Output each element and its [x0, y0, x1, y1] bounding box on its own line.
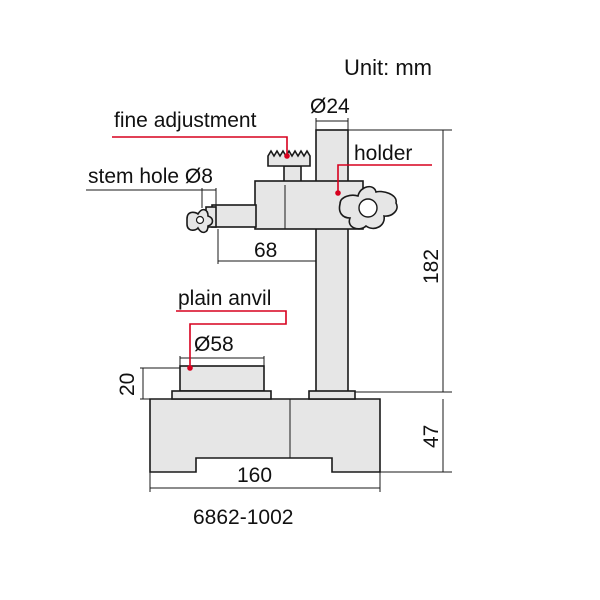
leader-fine-adjustment: [112, 136, 288, 156]
label-stem-hole: stem hole Ø8: [88, 165, 213, 188]
label-plain-anvil: plain anvil: [178, 287, 271, 310]
column-collar: [308, 390, 356, 400]
label-holder: holder: [354, 142, 412, 165]
anvil-flange: [171, 390, 272, 400]
dim-anvil-diameter: Ø58: [194, 333, 234, 356]
holder-knob-center: [358, 198, 378, 218]
leader-holder: [337, 164, 432, 193]
column: [315, 129, 349, 393]
dim-base-width: 160: [237, 464, 272, 487]
knob-stem: [283, 165, 302, 183]
base: [149, 398, 381, 473]
fine-adjustment-knob: [267, 149, 311, 167]
dim-total-height: 182: [420, 249, 443, 284]
leader-dot-fine-adjustment: [284, 153, 290, 159]
label-fine-adjustment: fine adjustment: [114, 109, 257, 132]
dim-column-diameter: Ø24: [310, 95, 350, 118]
model-number: 6862-1002: [193, 506, 293, 529]
dim-arm-reach: 68: [254, 239, 277, 262]
unit-label: Unit: mm: [344, 55, 432, 80]
dim-anvil-height: 20: [116, 373, 139, 396]
leader-plain-anvil: [176, 310, 287, 368]
leader-dot-plain-anvil: [187, 365, 193, 371]
plain-anvil: [179, 365, 265, 392]
stem-arm: [211, 204, 257, 228]
leader-dot-holder: [335, 190, 341, 196]
dim-base-height: 47: [420, 425, 443, 448]
stem-hole-icon: [195, 215, 205, 225]
